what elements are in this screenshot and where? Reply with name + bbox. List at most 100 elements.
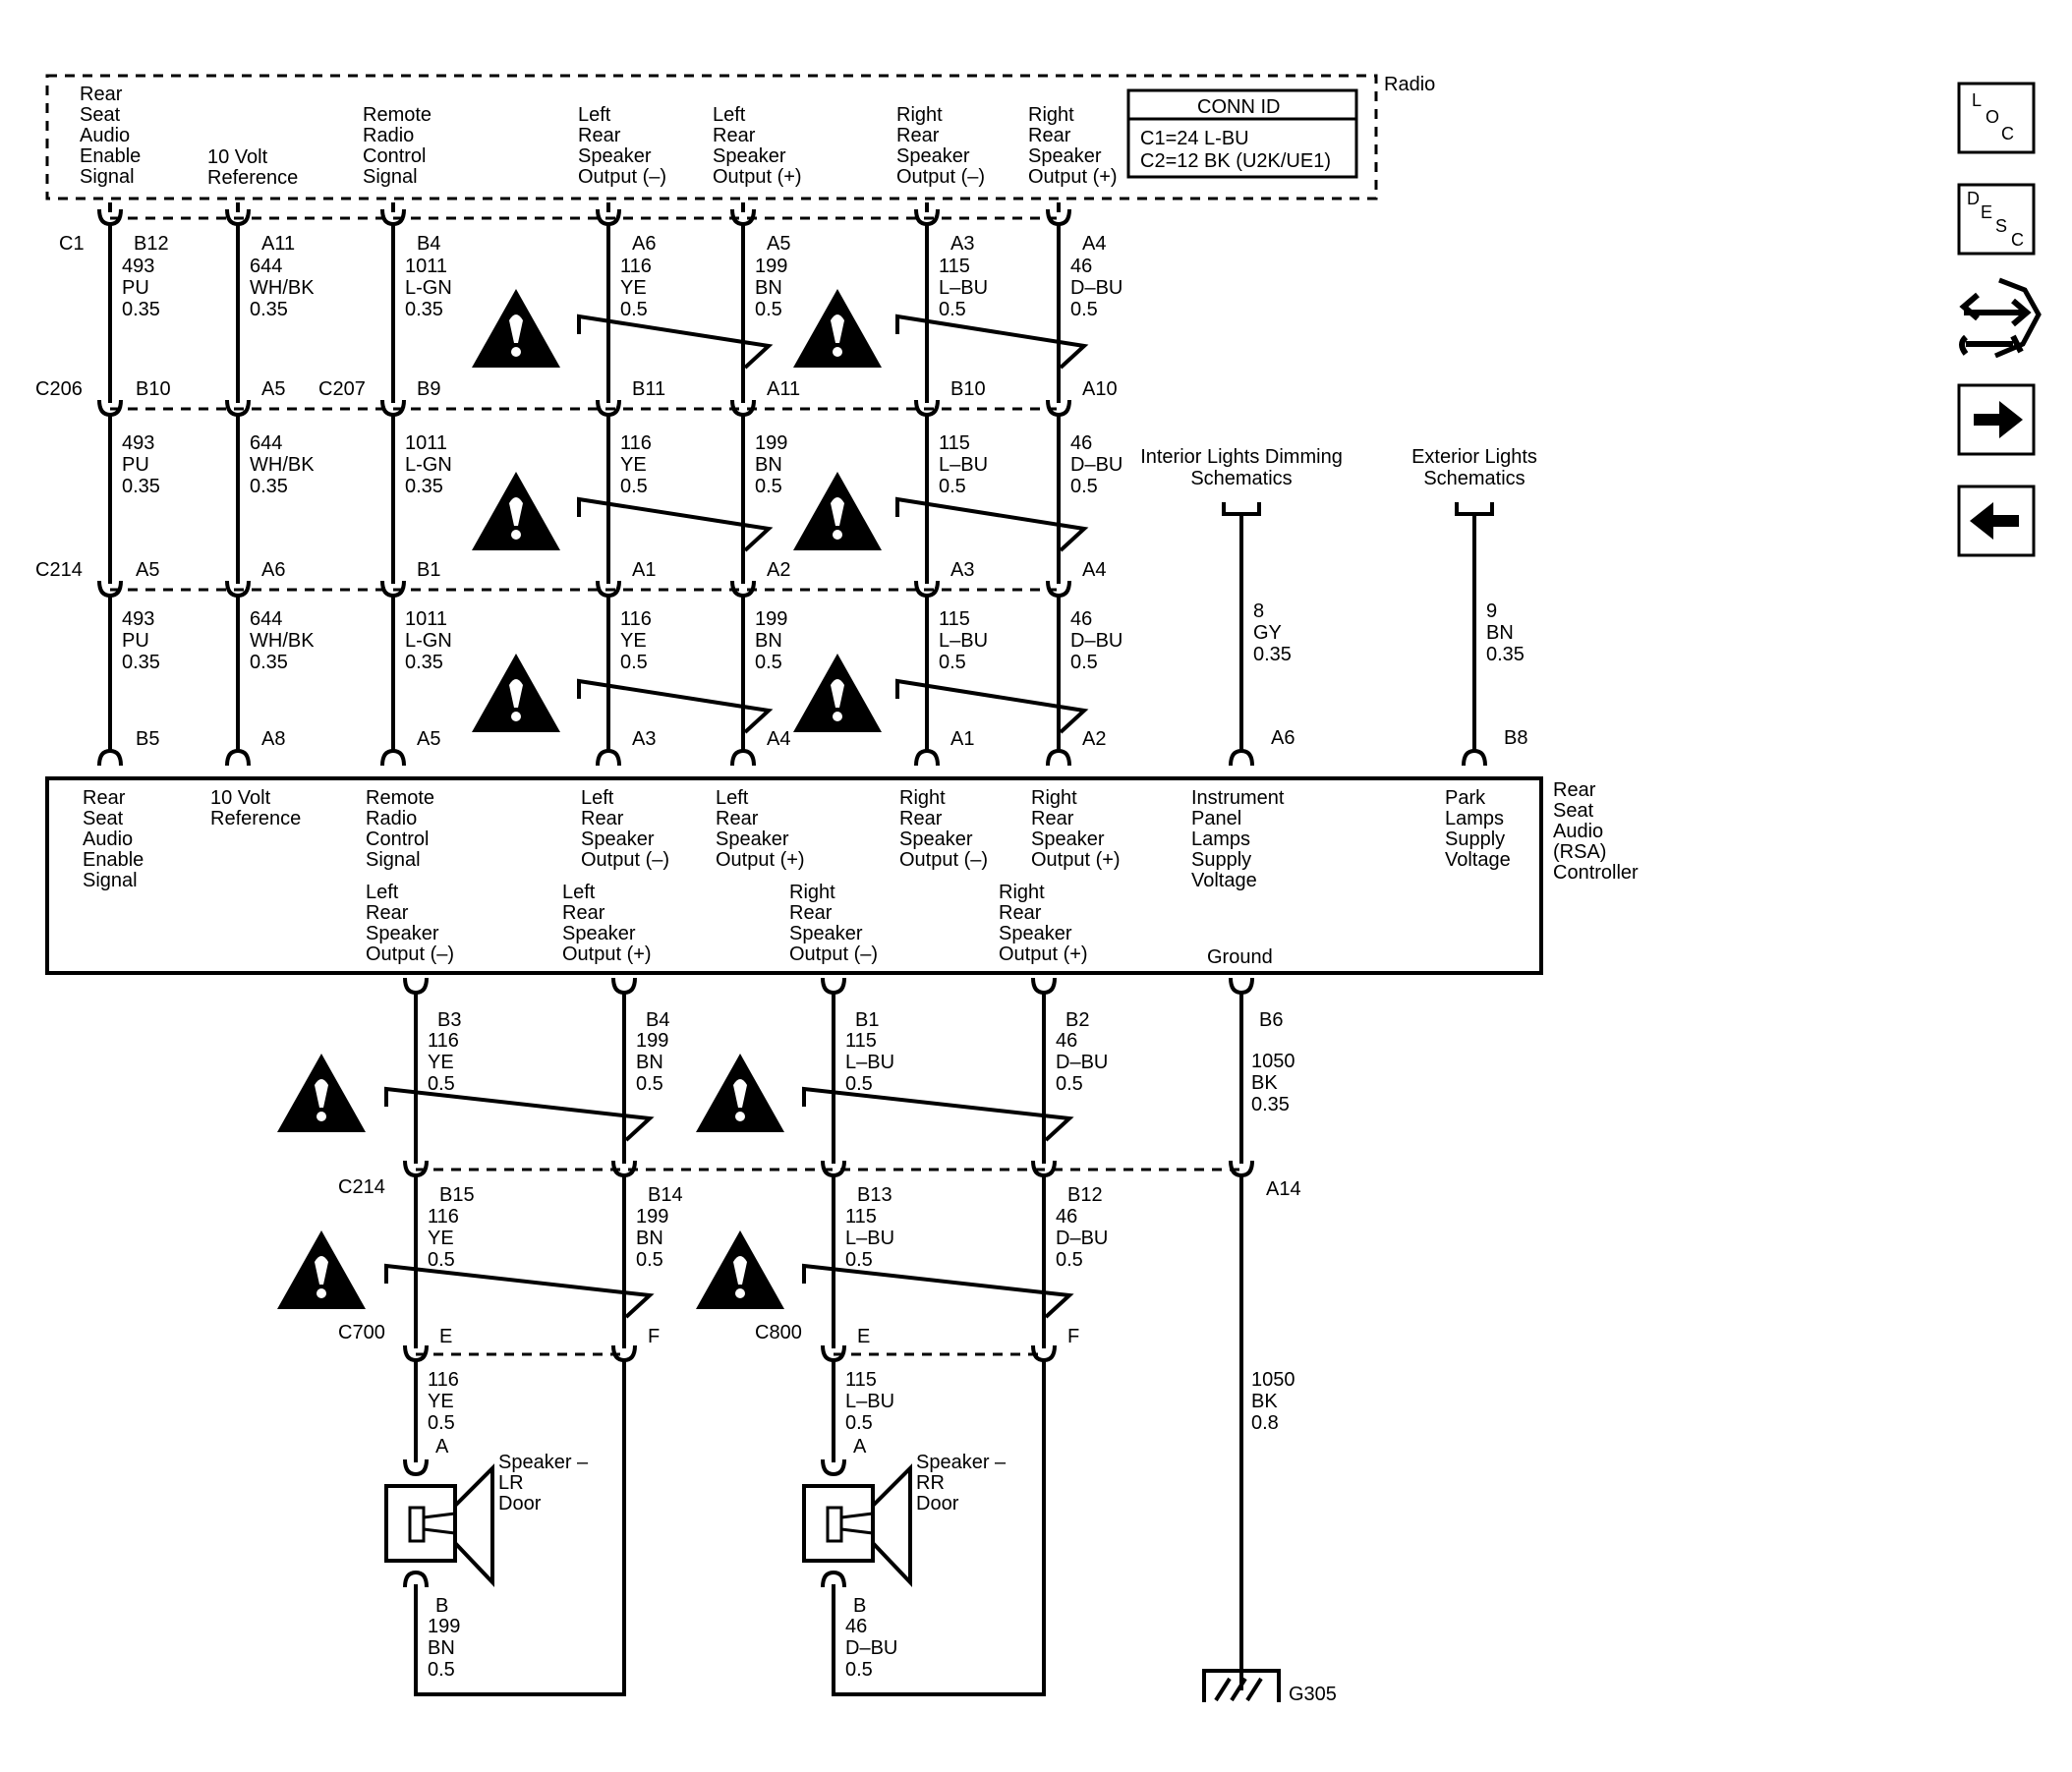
- radio-pin-label-199-2: Speaker: [713, 145, 786, 167]
- circuit-number-8: 8: [1253, 600, 1264, 622]
- radio-pin-label-199-3: Output (+): [713, 166, 802, 188]
- wire-color-46: D–BU: [1056, 1052, 1108, 1073]
- radio-pin-label-115-0: Right: [896, 104, 943, 126]
- pin-label-B4: B4: [417, 233, 440, 255]
- radio-pin-label-116-1: Rear: [578, 125, 621, 146]
- rsa-pin-label-493-2: Audio: [83, 829, 133, 850]
- nav-loc-button[interactable]: L O C: [1957, 82, 2036, 154]
- circuit-number-116: 116: [428, 1206, 459, 1228]
- wire-color-199: BN: [755, 454, 782, 476]
- radio-pin-label-199-0: Left: [713, 104, 746, 126]
- wire-size-493: 0.35: [122, 299, 160, 320]
- wire-color-1011: L-GN: [405, 454, 452, 476]
- wire-size-644: 0.35: [250, 299, 288, 320]
- speaker-name-0: Speaker –: [498, 1452, 589, 1473]
- twist-upper-0-0: [577, 314, 774, 370]
- twist-lower-1-1: [802, 1263, 1074, 1319]
- exterior-lights-label-0: Exterior Lights: [1411, 446, 1537, 468]
- speaker-icon-coil: [840, 1512, 875, 1535]
- wire-color-493: PU: [122, 277, 149, 299]
- circuit-number-46: 46: [845, 1616, 867, 1637]
- pin-label-A14: A14: [1266, 1178, 1301, 1200]
- exterior-lights-label-1: Schematics: [1423, 468, 1525, 489]
- wire-color-46: D–BU: [1056, 1228, 1108, 1249]
- interior-lights-dimming-label-1: Schematics: [1190, 468, 1292, 489]
- rsa-controller-label-4: Controller: [1553, 862, 1639, 884]
- radio-pin-label-1011-2: Control: [363, 145, 426, 167]
- nav-next-button[interactable]: [1957, 383, 2036, 456]
- warning-icon: [277, 1230, 366, 1309]
- rsa-controller-label-1: Seat: [1553, 800, 1594, 822]
- wire-size-116: 0.5: [428, 1412, 455, 1434]
- wire-size-644: 0.35: [250, 652, 288, 673]
- rsa-pin-label-115-0: Right: [899, 787, 946, 809]
- nav-prev-button[interactable]: [1957, 485, 2036, 557]
- pin-label-A2: A2: [767, 559, 790, 581]
- rsa-output-label-B1-2: Speaker: [789, 923, 863, 944]
- wire-color-46: D–BU: [1070, 630, 1122, 652]
- terminal-speaker-b: [403, 1570, 429, 1588]
- circuit-number-115: 115: [939, 432, 970, 454]
- rsa-pin-label-46-3: Output (+): [1031, 849, 1121, 871]
- rsa-pin-label-46-2: Speaker: [1031, 829, 1105, 850]
- rsa-pin-label-46-1: Rear: [1031, 808, 1074, 829]
- rsa-pin-label-8-1: Panel: [1191, 808, 1241, 829]
- wire-color-199: BN: [755, 630, 782, 652]
- rsa-pin-label-9-0: Park: [1445, 787, 1486, 809]
- wire-size-199: 0.5: [755, 652, 782, 673]
- speaker-pin-a: A: [435, 1436, 449, 1458]
- speaker-pin-a: A: [853, 1436, 867, 1458]
- speaker-name-2: Door: [498, 1493, 542, 1515]
- wire-color-ground: BK: [1251, 1072, 1278, 1094]
- pin-label-B5: B5: [136, 728, 159, 750]
- radio-pin-label-199-1: Rear: [713, 125, 756, 146]
- connector-c207-label: C207: [318, 378, 366, 400]
- circuit-number-644: 644: [250, 256, 282, 277]
- wire-size-1011: 0.35: [405, 652, 443, 673]
- connector-c800-label: C800: [755, 1322, 802, 1343]
- pin-label-F: F: [1067, 1326, 1079, 1347]
- circuit-number-199: 199: [636, 1206, 668, 1228]
- arrow-right-icon: [1974, 401, 2023, 438]
- rsa-ground-label: Ground: [1207, 946, 1273, 968]
- wire-size-115: 0.5: [845, 1249, 873, 1271]
- wire-199: [414, 1360, 626, 1696]
- twist-upper-1-2: [895, 678, 1089, 734]
- connector-c1-label: C1: [59, 233, 85, 255]
- circuit-number-46: 46: [1070, 608, 1092, 630]
- wire-color-199: BN: [636, 1228, 663, 1249]
- wire-color-1011: L-GN: [405, 277, 452, 299]
- circuit-number-46: 46: [1056, 1206, 1077, 1228]
- arrow-left-icon: [1970, 502, 2019, 540]
- connector-wrench-icon[interactable]: [1959, 277, 2042, 359]
- wire-color-644: WH/BK: [250, 630, 315, 652]
- wire-size-1011: 0.35: [405, 476, 443, 497]
- pin-label-A5: A5: [136, 559, 159, 581]
- circuit-number-46: 46: [1070, 432, 1092, 454]
- pin-label-A11: A11: [767, 378, 800, 400]
- pin-label-B12: B12: [134, 233, 169, 255]
- wire-size-199: 0.5: [755, 476, 782, 497]
- radio-pin-label-115-2: Speaker: [896, 145, 970, 167]
- warning-icon: [696, 1054, 784, 1132]
- rsa-output-label-B4-1: Rear: [562, 902, 605, 924]
- pin-label-B10: B10: [950, 378, 986, 400]
- terminal-speaker-a: [403, 1458, 429, 1477]
- wire-color-116: YE: [620, 277, 647, 299]
- warning-icon: [793, 289, 882, 368]
- pin-label-E: E: [857, 1326, 870, 1347]
- wire-color-644: WH/BK: [250, 277, 315, 299]
- nav-desc-button[interactable]: D E S C: [1957, 183, 2036, 256]
- terminal-199-3: [730, 748, 756, 767]
- twist-upper-0-2: [577, 678, 774, 734]
- twist-lower-1-0: [802, 1086, 1074, 1142]
- pin-label-A5: A5: [767, 233, 790, 255]
- wire-color-116: YE: [428, 1052, 454, 1073]
- rsa-pin-label-1011-2: Control: [366, 829, 429, 850]
- pin-label-B10: B10: [136, 378, 171, 400]
- pin-label-B11: B11: [632, 378, 665, 400]
